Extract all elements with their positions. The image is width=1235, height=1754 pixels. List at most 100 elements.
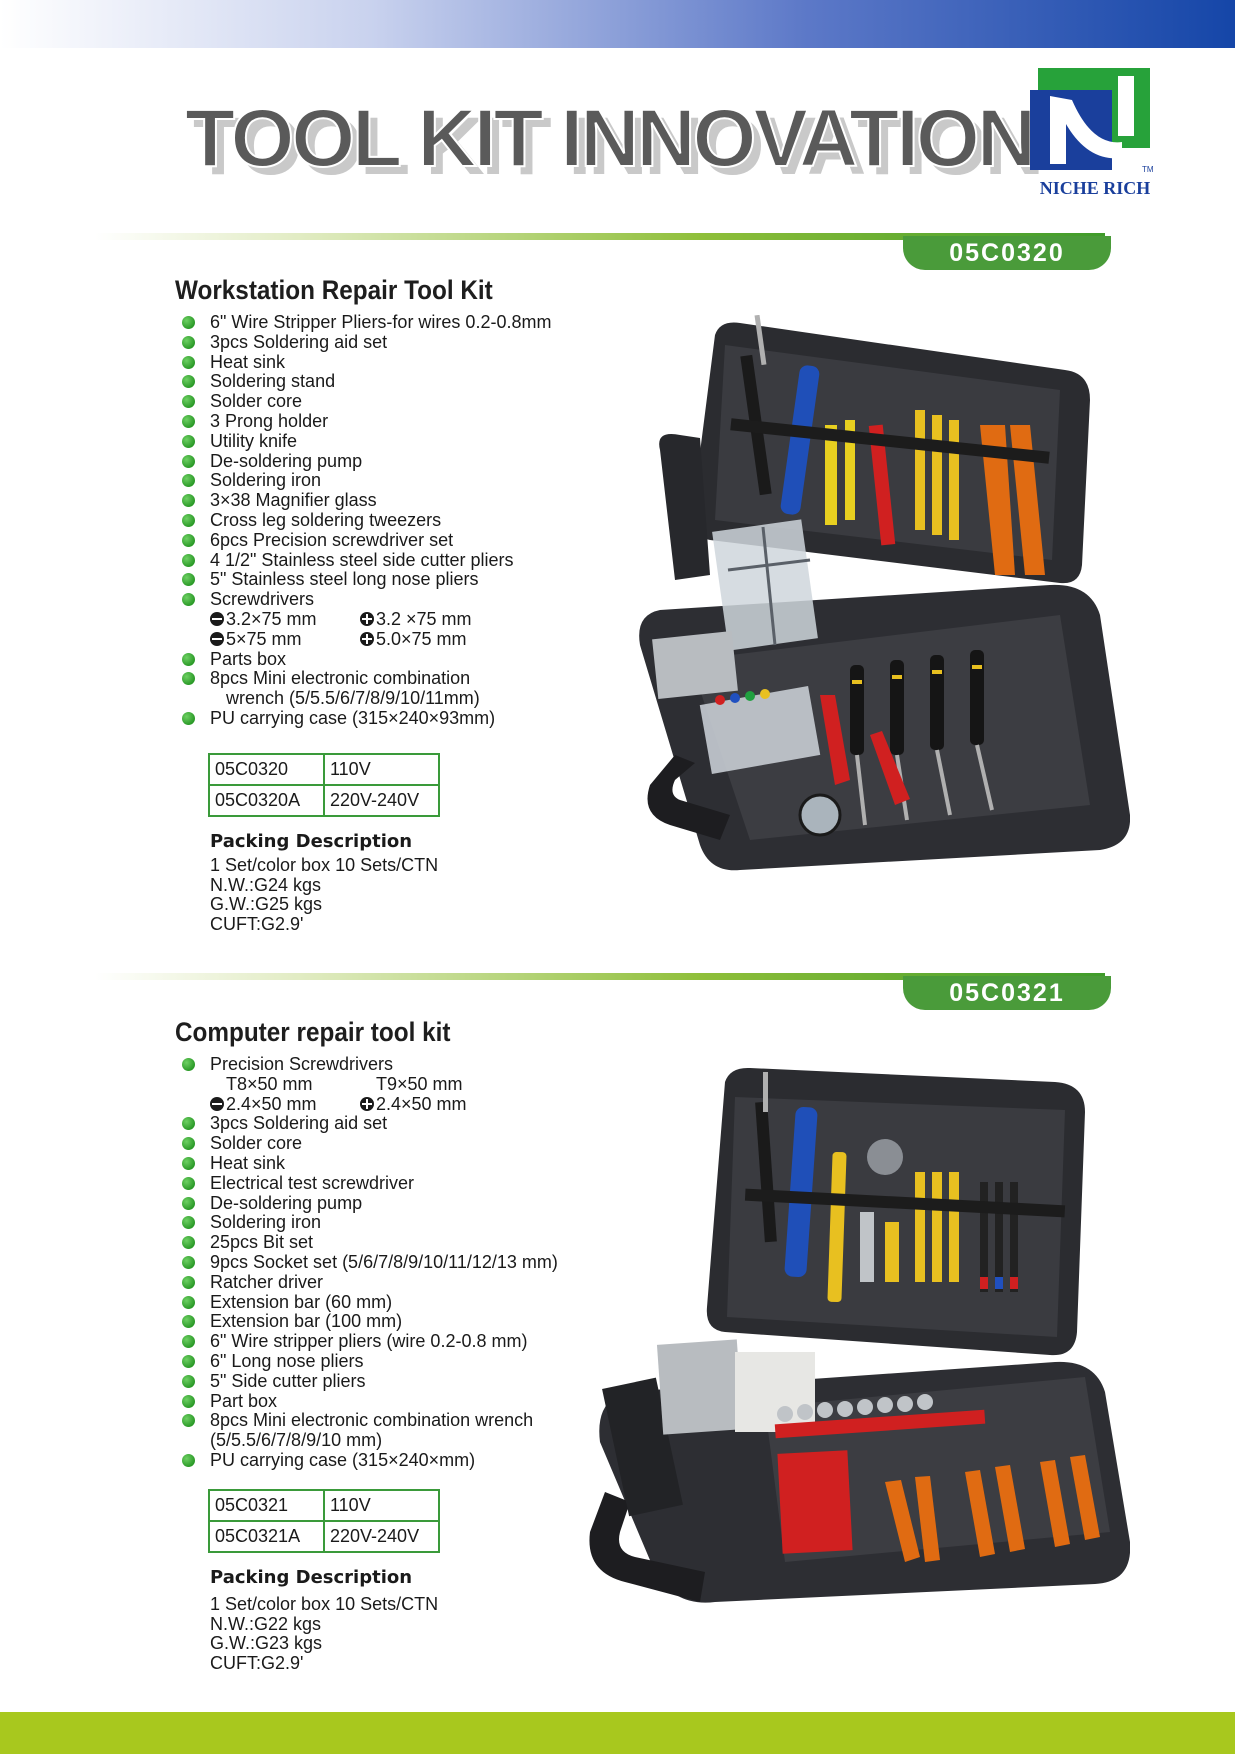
brand-name: NICHE RICH (1039, 178, 1151, 198)
list-item: Solder core (180, 391, 551, 412)
phillips-screwdriver-icon (360, 1096, 374, 1111)
list-item: Utility knife (180, 431, 551, 452)
bullet-icon (182, 474, 195, 488)
bullet-icon (182, 1335, 195, 1349)
bullet-icon (182, 1275, 195, 1289)
list-item: 8pcs Mini electronic combination (180, 668, 551, 689)
list-item: 9pcs Socket set (5/6/7/8/9/10/11/12/13 m… (180, 1252, 558, 1273)
voltage-cell: 110V (323, 753, 440, 786)
model-cell: 05C0321A (208, 1520, 325, 1553)
list-item: 6" Wire stripper pliers (wire 0.2-0.8 mm… (180, 1331, 558, 1352)
packing-line: N.W.:G24 kgs (210, 874, 322, 895)
model-cell: 05C0320A (208, 784, 325, 817)
bullet-icon (182, 1315, 195, 1329)
computer-kit-photo (589, 1067, 1130, 1603)
list-item: 25pcs Bit set (180, 1232, 558, 1253)
list-item: 3 Prong holder (180, 411, 551, 432)
bullet-icon (182, 335, 195, 349)
packing-line: G.W.:G25 kgs (210, 894, 323, 914)
voltage-cell: 220V-240V (323, 1520, 440, 1553)
list-item: 5" Stainless steel long nose pliers (180, 569, 551, 590)
packing-details: 1 Set/color box 10 Sets/CTN N.W.:G24 kgs… (210, 855, 439, 934)
workstation-kit-photo (639, 315, 1130, 871)
bullet-icon (182, 1374, 195, 1388)
bullet-icon (182, 1156, 195, 1170)
phillips-screwdriver-icon (360, 611, 374, 626)
packing-line: 1 Set/color box 10 Sets/CTN (210, 855, 439, 875)
bullet-icon (182, 513, 195, 527)
slotted-screwdriver-icon (210, 1096, 224, 1111)
bullet-icon (182, 1216, 195, 1230)
list-item: 8pcs Mini electronic combination wrench (180, 1410, 558, 1431)
packing-heading: Packing Description (210, 1567, 413, 1588)
wrench-sizes-line: (5/5.5/6/7/8/9/10 mm) (210, 1430, 383, 1451)
bullet-icon (182, 573, 195, 587)
section-divider (95, 233, 1105, 240)
list-item: Ratcher driver (180, 1272, 558, 1293)
bullet-icon (182, 652, 195, 666)
table-row: 05C0321 110V (208, 1489, 440, 1522)
list-item: 3×38 Magnifier glass (180, 490, 551, 511)
wrench-sizes-line: wrench (5/5.5/6/7/8/9/10/11mm) (226, 688, 480, 709)
packing-line: CUFT:G2.9' (210, 1652, 304, 1673)
top-gradient-band (0, 0, 1235, 48)
packing-heading: Packing Description (210, 831, 413, 852)
list-item: 3pcs Soldering aid set (180, 332, 551, 353)
kit-title: Workstation Repair Tool Kit (175, 275, 493, 305)
list-item: Soldering iron (180, 470, 551, 491)
bullet-icon (182, 454, 195, 468)
list-item: 5" Side cutter pliers (180, 1371, 558, 1392)
bullet-icon (182, 434, 195, 448)
list-item: Solder core (180, 1133, 558, 1154)
bullet-icon (182, 1058, 195, 1071)
bullet-icon (182, 1255, 195, 1269)
list-item: 6pcs Precision screwdriver set (180, 530, 551, 551)
list-item: Extension bar (60 mm) (180, 1292, 558, 1313)
list-item: Soldering stand (180, 371, 551, 392)
bullet-icon (182, 1453, 195, 1467)
bullet-icon (182, 375, 195, 389)
trademark-label: TM (1142, 165, 1154, 174)
bullet-icon (182, 711, 195, 725)
list-item: Cross leg soldering tweezers (180, 510, 551, 531)
list-item: Heat sink (180, 352, 551, 373)
voltage-cell: 110V (323, 1489, 440, 1522)
bottom-band (0, 1712, 1235, 1754)
bullet-icon (182, 395, 195, 409)
table-row: 05C0321A 220V-240V (208, 1520, 440, 1553)
bullet-icon (182, 316, 195, 329)
bullet-icon (182, 1354, 195, 1368)
voltage-cell: 220V-240V (323, 784, 440, 817)
list-item: De-soldering pump (180, 1193, 558, 1214)
model-voltage-table: 05C0321 110V 05C0321A 220V-240V (208, 1489, 440, 1553)
list-item: Heat sink (180, 1153, 558, 1174)
packing-details: 1 Set/color box 10 Sets/CTN N.W.:G22 kgs… (210, 1594, 439, 1673)
list-item: De-soldering pump (180, 451, 551, 472)
list-item: Electrical test screwdriver (180, 1173, 558, 1194)
bullet-icon (182, 593, 195, 607)
section-divider (95, 973, 1105, 980)
banner-title: TOOL KIT INNOVATION (184, 92, 1037, 185)
packing-line: CUFT:G2.9' (210, 913, 304, 934)
packing-line: G.W.:G23 kgs (210, 1633, 323, 1653)
table-row: 05C0320A 220V-240V (208, 784, 440, 817)
niche-rich-logo-icon: TM (1030, 68, 1154, 174)
list-item: 6" Wire Stripper Pliers-for wires 0.2-0.… (180, 312, 551, 333)
list-item: Screwdrivers (180, 589, 551, 610)
bullet-icon (182, 1137, 195, 1151)
phillips-screwdriver-icon (360, 631, 374, 646)
model-cell: 05C0321 (208, 1489, 325, 1522)
bullet-icon (182, 553, 195, 567)
list-item: Extension bar (100 mm) (180, 1311, 558, 1332)
kit-contents-list: 6" Wire Stripper Pliers-for wires 0.2-0.… (180, 312, 551, 729)
model-cell: 05C0320 (208, 753, 325, 786)
packing-line: 1 Set/color box 10 Sets/CTN (210, 1594, 439, 1614)
bullet-icon (182, 1196, 195, 1210)
table-row: 05C0320 110V (208, 753, 440, 786)
bullet-icon (182, 1414, 195, 1428)
